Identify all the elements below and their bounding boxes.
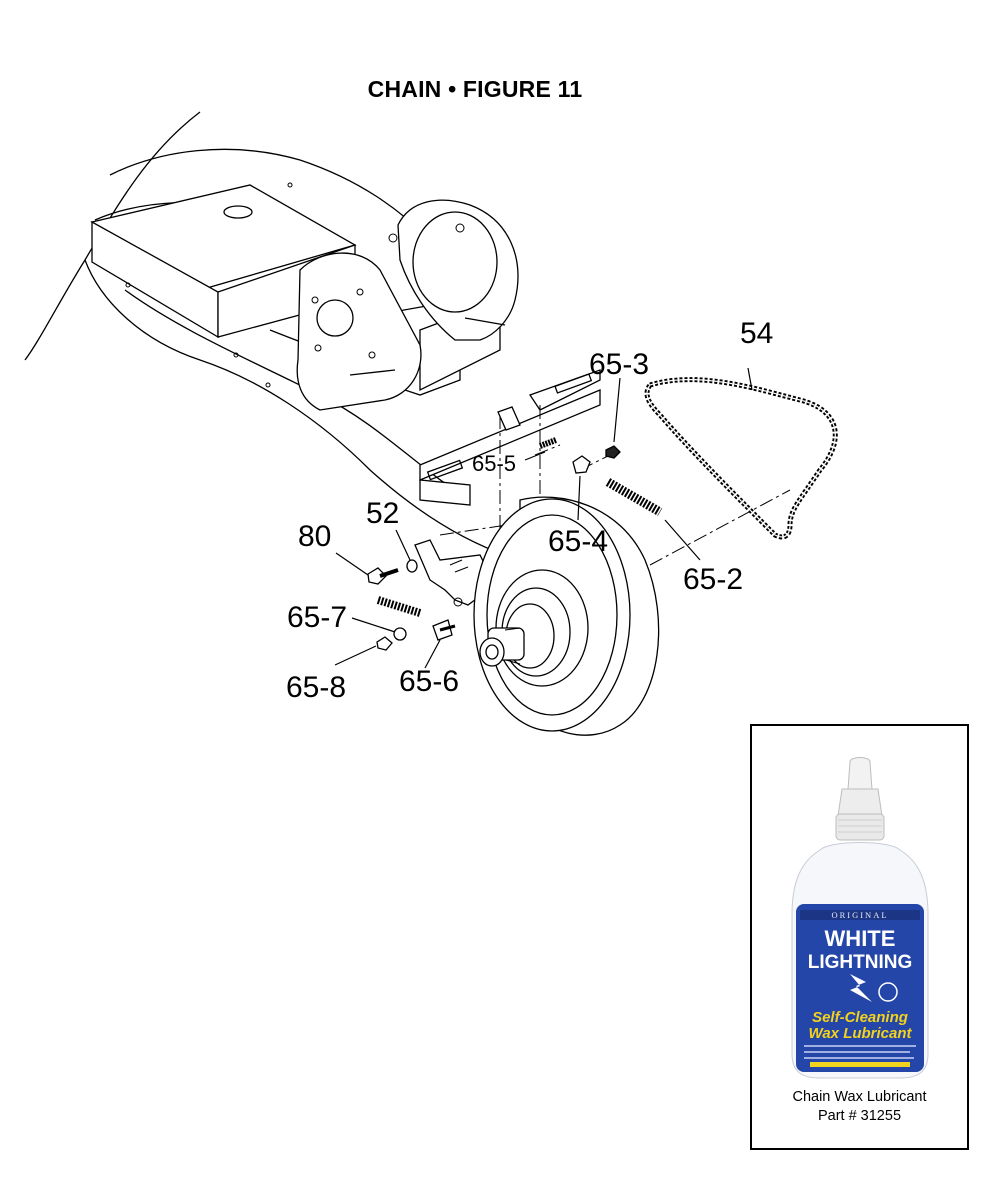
bottle-label-product-1: Self-Cleaning bbox=[812, 1009, 908, 1026]
callout-52: 52 bbox=[366, 497, 399, 530]
figure-title: CHAIN • FIGURE 11 bbox=[367, 76, 583, 102]
wheel-assembly bbox=[473, 496, 660, 736]
frame bbox=[24, 111, 601, 561]
lightning-bolt-icon bbox=[850, 974, 872, 1002]
product-inset: ORIGINAL WHITE LIGHTNING Self-Cleaning W… bbox=[750, 724, 969, 1150]
bottle-label-brand-1: WHITE bbox=[825, 926, 896, 951]
leader-lines bbox=[334, 367, 753, 669]
lubricant-bottle-image: ORIGINAL WHITE LIGHTNING Self-Cleaning W… bbox=[791, 757, 929, 1079]
callout-65-7: 65-7 bbox=[287, 601, 347, 634]
callout-80: 80 bbox=[298, 520, 331, 553]
callout-65-4: 65-4 bbox=[548, 525, 608, 558]
hardware bbox=[367, 406, 663, 651]
callout-54: 54 bbox=[740, 317, 773, 350]
product-name: Chain Wax Lubricant bbox=[792, 1089, 927, 1105]
callout-65-5: 65-5 bbox=[472, 451, 516, 476]
chain bbox=[644, 377, 838, 540]
callout-65-3: 65-3 bbox=[589, 348, 649, 381]
bottle-label-original: ORIGINAL bbox=[831, 910, 888, 920]
bottle-label-brand-2: LIGHTNING bbox=[808, 952, 913, 973]
bike-wheel-icon bbox=[878, 982, 898, 1002]
callout-65-8: 65-8 bbox=[286, 671, 346, 704]
product-part-number: Part # 31255 bbox=[817, 1108, 902, 1124]
callout-65-2: 65-2 bbox=[683, 563, 743, 596]
callout-65-6: 65-6 bbox=[399, 665, 459, 698]
bottle-label-product-2: Wax Lubricant bbox=[808, 1025, 912, 1042]
product-caption: Chain Wax Lubricant Part # 31255 bbox=[752, 1088, 967, 1126]
